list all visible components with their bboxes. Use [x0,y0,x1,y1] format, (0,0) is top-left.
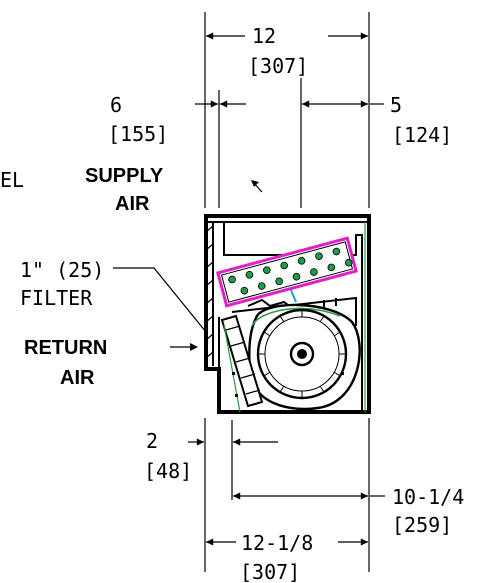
supply-air-line-2: AIR [115,193,150,215]
dimension-bottom-width: 12-1/8 [307] [206,531,368,583]
filter-slot [220,314,264,408]
filter-label: 1" (25) FILTER [20,258,207,333]
panel-fasteners [232,298,344,397]
dim-right-upper-mm: [124] [392,123,452,147]
unit-cabinet [204,214,371,414]
dimension-right-upper: 5 [124] [302,93,452,147]
dimension-right-lower: 10-1/4 [259] [233,485,464,537]
dim-right-lower-mm: [259] [392,513,452,537]
filter-size-text: 1" (25) [20,258,104,282]
dim-left-upper-inches: 6 [110,93,122,117]
return-air-arrow-icon [170,343,198,351]
blower-blades [258,310,346,398]
dim-bottom-mm: [307] [240,560,300,583]
extension-lines [204,12,370,572]
dim-left-lower-inches: 2 [146,429,158,453]
left-wall-hatch [205,225,214,359]
dimension-top-width: 12 [307] [206,24,368,78]
cut-off-label: EL [0,168,24,192]
filter-name-text: FILTER [20,286,93,310]
dim-left-upper-mm: [155] [108,122,168,146]
supply-air-arrow-icon [251,180,263,193]
dim-right-lower-inches: 10-1/4 [392,485,464,509]
dimension-left-upper: 6 [155] [108,93,246,146]
dim-top-mm: [307] [248,54,308,78]
return-air-line-2: AIR [60,367,95,389]
dim-top-inches: 12 [252,24,276,48]
supply-air-label: SUPPLY AIR [85,165,164,215]
dimension-left-lower: 2 [48] [144,429,278,483]
coil [216,236,358,308]
dim-right-upper-inches: 5 [390,93,402,117]
dim-left-lower-mm: [48] [144,459,192,483]
coil-tubes [228,247,353,295]
dim-bottom-inches: 12-1/8 [241,531,313,555]
supply-air-line-1: SUPPLY [85,165,164,187]
return-air-label: RETURN AIR [24,337,107,389]
blower [248,303,361,411]
return-air-line-1: RETURN [24,337,107,359]
